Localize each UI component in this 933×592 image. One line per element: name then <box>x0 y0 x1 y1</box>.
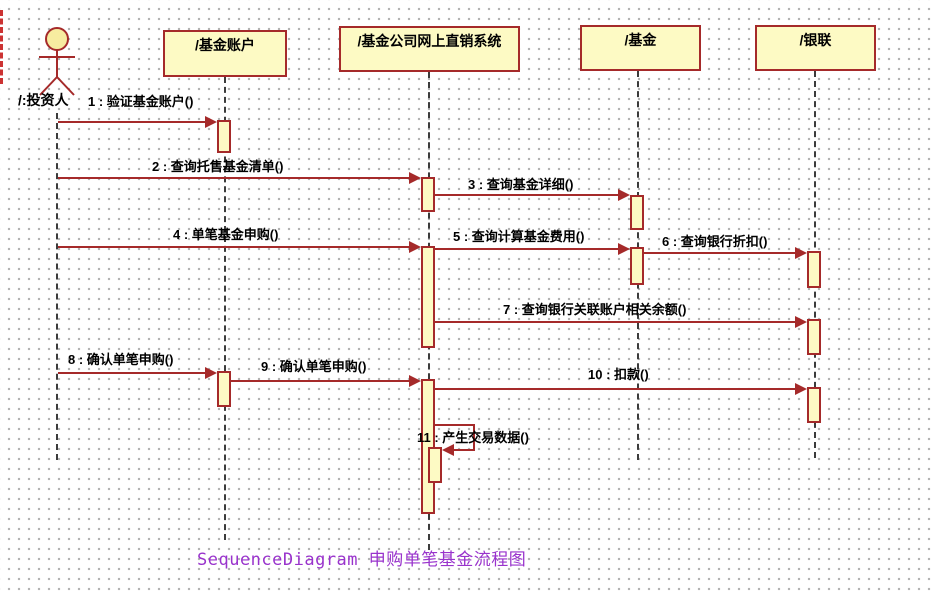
lifeline-box-fund: /基金 <box>580 25 701 71</box>
lifeline-fund-account <box>224 77 226 540</box>
activation-system-1 <box>421 177 435 212</box>
lifeline-box-fund-account-label: /基金账户 <box>195 37 255 53</box>
activation-system-2 <box>421 246 435 348</box>
actor-leg-right <box>56 76 75 96</box>
message-arrowhead-5 <box>618 243 630 255</box>
message-arrowhead-4 <box>409 241 421 253</box>
message-line-8 <box>58 372 205 374</box>
message-arrowhead-6 <box>795 247 807 259</box>
message-line-7 <box>435 321 795 323</box>
message-label-5: 5 : 查询计算基金费用() <box>453 229 585 244</box>
activation-unionpay-1 <box>807 251 821 288</box>
message-arrowhead-9 <box>409 375 421 387</box>
actor-figure-investor <box>39 27 75 96</box>
message-arrowhead-11 <box>442 444 454 456</box>
message-arrowhead-8 <box>205 367 217 379</box>
message-line-9 <box>231 380 409 382</box>
lifeline-box-unionpay-label: /银联 <box>799 32 832 48</box>
message-arrowhead-3 <box>618 189 630 201</box>
message-label-8: 8 : 确认单笔申购() <box>68 352 174 367</box>
message-line-4 <box>58 246 409 248</box>
message-arrowhead-7 <box>795 316 807 328</box>
actor-head <box>45 27 69 51</box>
message-label-3: 3 : 查询基金详细() <box>468 177 574 192</box>
activation-fund-1 <box>630 195 644 230</box>
diagram-caption: SequenceDiagram 申购单笔基金流程图 <box>197 550 527 570</box>
lifeline-box-fund-account: /基金账户 <box>163 30 287 77</box>
activation-fund-account-1 <box>217 120 231 153</box>
message-line-1 <box>58 121 205 123</box>
activation-fund-account-2 <box>217 371 231 407</box>
lifeline-box-fund-label: /基金 <box>624 32 657 48</box>
message-line-6 <box>644 252 795 254</box>
message-label-4: 4 : 单笔基金申购() <box>173 227 279 242</box>
message-arrowhead-1 <box>205 116 217 128</box>
lifeline-box-online-system-label: /基金公司网上直销系统 <box>357 33 502 49</box>
activation-unionpay-3 <box>807 387 821 423</box>
actor-leg-left <box>39 76 58 96</box>
message-line-10 <box>435 388 795 390</box>
message-label-6: 6 : 查询银行折扣() <box>662 234 768 249</box>
message-arrowhead-2 <box>409 172 421 184</box>
message-label-10: 10 : 扣款() <box>588 367 649 382</box>
message-label-11: 11 : 产生交易数据() <box>417 430 529 445</box>
message-line-5 <box>435 248 618 250</box>
message-arrowhead-10 <box>795 383 807 395</box>
message-label-2: 2 : 查询托售基金清单() <box>152 159 284 174</box>
self-message-line-right-11 <box>473 424 475 451</box>
lifeline-box-online-system: /基金公司网上直销系统 <box>339 26 520 72</box>
message-label-7: 7 : 查询银行关联账户相关余额() <box>503 302 687 317</box>
self-message-line-bottom-11 <box>454 449 475 451</box>
actor-label: /:投资人 <box>18 92 69 108</box>
activation-fund-2 <box>630 247 644 285</box>
message-line-3 <box>435 194 618 196</box>
message-label-1: 1 : 验证基金账户() <box>88 94 194 109</box>
page-break-dash <box>0 10 3 84</box>
message-line-2 <box>58 177 409 179</box>
lifeline-box-unionpay: /银联 <box>755 25 876 71</box>
activation-unionpay-2 <box>807 319 821 355</box>
self-message-line-top-11 <box>435 424 475 426</box>
message-label-9: 9 : 确认单笔申购() <box>261 359 367 374</box>
activation-system-nested <box>428 447 442 483</box>
lifeline-actor <box>56 113 58 460</box>
